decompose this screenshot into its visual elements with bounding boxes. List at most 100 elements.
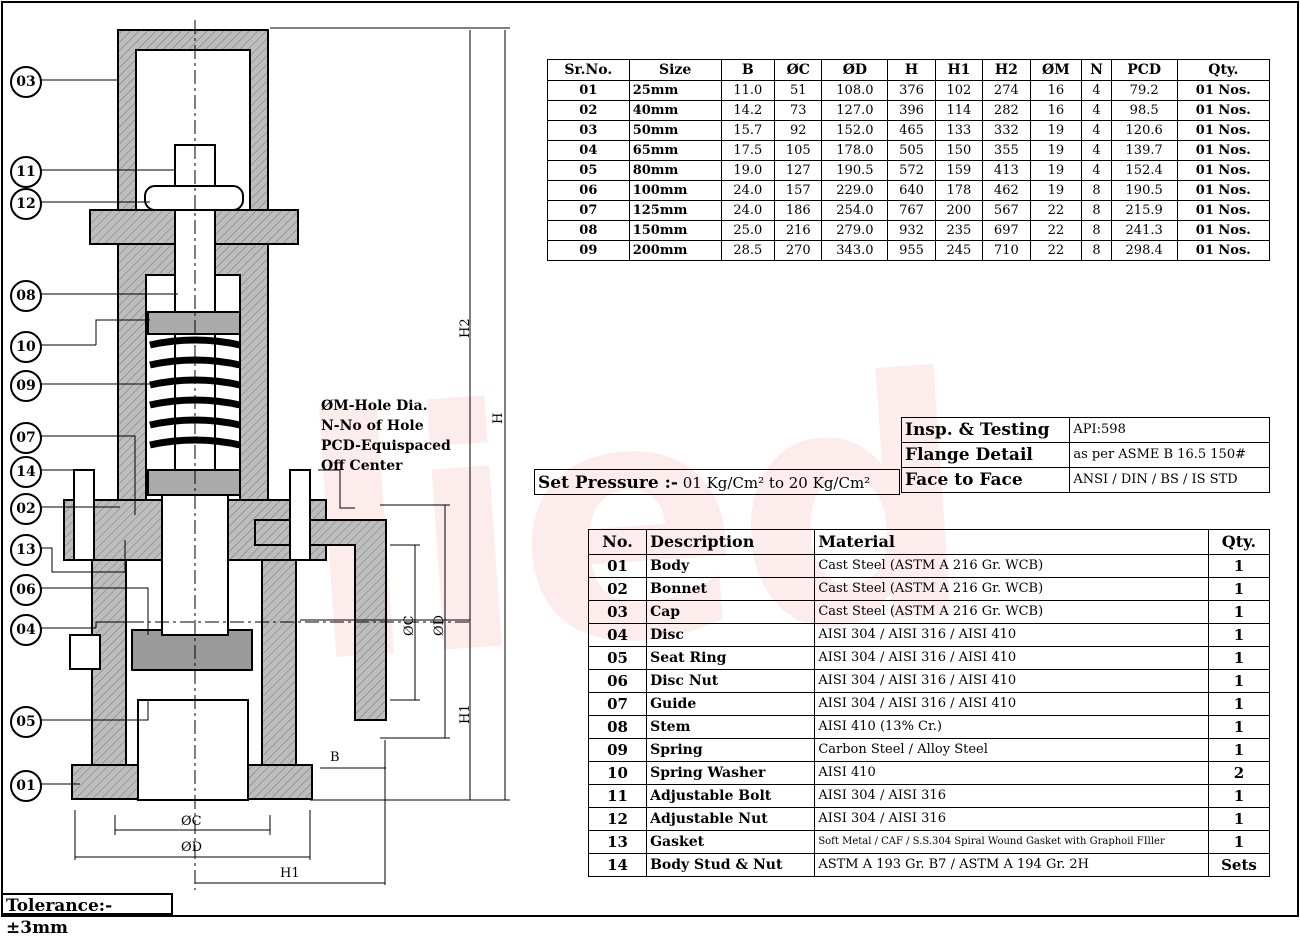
table-cell: 19: [1029, 180, 1083, 201]
spec-row-face: Face to Face ANSI / DIN / BS / IS STD: [900, 467, 1270, 493]
table-cell: 19: [1029, 120, 1083, 141]
table-cell: 697: [982, 220, 1031, 241]
table-cell: Body Stud & Nut: [646, 853, 816, 877]
spec-table: Insp. & Testing API:598 Flange Detail as…: [900, 417, 1270, 493]
table-cell: 462: [982, 180, 1031, 201]
table-cell: 282: [982, 100, 1031, 121]
callout-02: 02: [10, 493, 42, 525]
table-cell: 1: [1207, 669, 1271, 693]
dim-h1: H1: [280, 866, 300, 881]
table-cell: 4: [1081, 120, 1112, 141]
table-cell: 396: [887, 100, 936, 121]
table-cell: 215.9: [1110, 200, 1178, 221]
table-cell: 09: [547, 240, 630, 261]
table-cell: 216: [774, 220, 823, 241]
table-cell: 98.5: [1110, 100, 1178, 121]
col-header: PCD: [1110, 59, 1178, 81]
table-cell: 01 Nos.: [1176, 200, 1271, 221]
table-cell: 14: [587, 853, 648, 877]
table-cell: 08: [547, 220, 630, 241]
table-cell: 14.2: [720, 100, 776, 121]
table-cell: AISI 304 / AISI 316: [814, 807, 1209, 831]
table-cell: 01: [587, 554, 648, 578]
table-cell: Adjustable Nut: [646, 807, 816, 831]
callout-07: 07: [10, 422, 42, 454]
table-cell: 572: [887, 160, 936, 181]
callout-09: 09: [10, 370, 42, 402]
table-cell: 114: [934, 100, 984, 121]
table-cell: 190.5: [1110, 180, 1178, 201]
table-cell: 139.7: [1110, 140, 1178, 161]
dim-d-vertical: ØD: [432, 614, 447, 636]
table-cell: 270: [774, 240, 823, 261]
table-cell: 11.0: [720, 80, 776, 101]
table-cell: 50mm: [628, 120, 722, 141]
col-header: Size: [628, 59, 722, 81]
material-table-header: No. Description Material Qty.: [587, 529, 1271, 555]
table-cell: 01 Nos.: [1176, 140, 1271, 161]
table-cell: Cap: [646, 600, 816, 624]
table-cell: 2: [1207, 761, 1271, 785]
table-cell: 04: [547, 140, 630, 161]
callout-01: 01: [10, 770, 42, 802]
table-cell: 03: [547, 120, 630, 141]
insp-label: Insp. & Testing: [900, 417, 1071, 443]
table-cell: 343.0: [821, 240, 889, 261]
col-header: B: [720, 59, 776, 81]
table-cell: AISI 410: [814, 761, 1209, 785]
table-cell: Cast Steel (ASTM A 216 Gr. WCB): [814, 577, 1209, 601]
table-cell: 01 Nos.: [1176, 100, 1271, 121]
table-cell: 505: [887, 140, 936, 161]
callout-11: 11: [10, 156, 42, 188]
table-cell: 108.0: [821, 80, 889, 101]
table-cell: 1: [1207, 692, 1271, 716]
face-label: Face to Face: [900, 467, 1071, 493]
table-cell: 190.5: [821, 160, 889, 181]
dim-h1-vertical: H1: [458, 704, 473, 724]
callout-13: 13: [10, 534, 42, 566]
dim-c: ØC: [181, 814, 202, 829]
table-cell: 12: [587, 807, 648, 831]
col-header: Description: [646, 529, 816, 555]
table-cell: 01 Nos.: [1176, 220, 1271, 241]
set-pressure-value: 01 Kg/Cm² to 20 Kg/Cm²: [682, 474, 871, 492]
col-header: No.: [587, 529, 648, 555]
callout-05: 05: [10, 706, 42, 738]
table-cell: 120.6: [1110, 120, 1178, 141]
table-cell: 279.0: [821, 220, 889, 241]
table-cell: 22: [1029, 200, 1083, 221]
table-cell: 06: [547, 180, 630, 201]
note-line: ØM-Hole Dia.: [321, 398, 428, 414]
note-line: N-No of Hole: [321, 418, 424, 434]
table-cell: 24.0: [720, 200, 776, 221]
table-cell: 4: [1081, 140, 1112, 161]
table-cell: 159: [934, 160, 984, 181]
table-cell: 100mm: [628, 180, 722, 201]
size-table: Sr.No. Size B ØC ØD H H1 H2 ØM N PCD Qty…: [547, 59, 1271, 261]
table-cell: 152.4: [1110, 160, 1178, 181]
set-pressure-label: Set Pressure :-: [538, 473, 678, 493]
set-pressure: Set Pressure :- 01 Kg/Cm² to 20 Kg/Cm²: [534, 469, 900, 495]
table-cell: 241.3: [1110, 220, 1178, 241]
dim-h: H: [491, 412, 506, 424]
table-cell: 17.5: [720, 140, 776, 161]
table-cell: 1: [1207, 600, 1271, 624]
table-cell: 19.0: [720, 160, 776, 181]
table-cell: 51: [774, 80, 823, 101]
table-cell: 245: [934, 240, 984, 261]
table-cell: 03: [587, 600, 648, 624]
col-header: Qty.: [1207, 529, 1271, 555]
table-cell: 22: [1029, 240, 1083, 261]
table-cell: 79.2: [1110, 80, 1178, 101]
table-cell: 01: [547, 80, 630, 101]
hole-note: ØM-Hole Dia. N-No of Hole PCD-Equispaced…: [321, 396, 451, 476]
table-cell: 92: [774, 120, 823, 141]
table-cell: 10: [587, 761, 648, 785]
